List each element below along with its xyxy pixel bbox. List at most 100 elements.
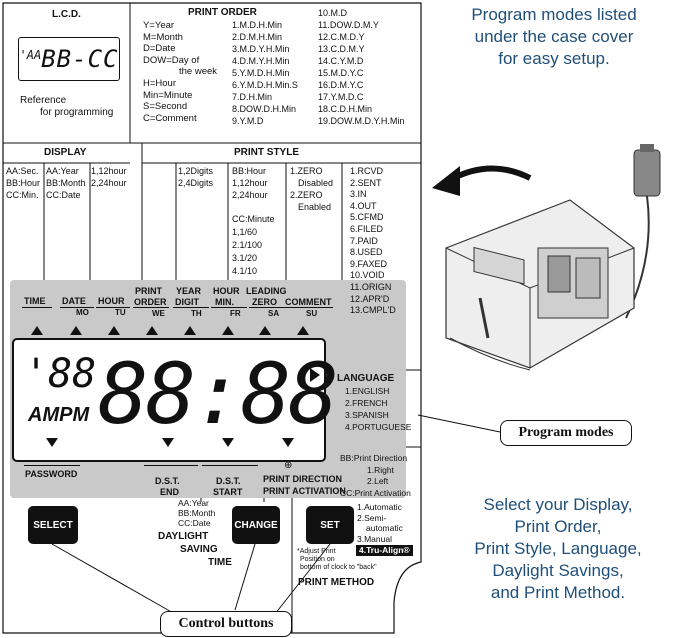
lcd-large-digits: 88:88 — [98, 345, 339, 443]
power-adapter-icon — [633, 149, 661, 197]
set-button[interactable]: SET — [306, 506, 354, 544]
triangle-up-icon — [146, 326, 158, 335]
label-year: YEAR — [176, 286, 202, 296]
dst-info-1: BB:Month — [178, 508, 216, 518]
print-style-comment-option: 13.CMPL'D — [350, 305, 396, 316]
print-order-option: 6.Y.M.D.H.Min.S — [232, 80, 298, 90]
triangle-down-icon — [222, 438, 234, 447]
lcd-reference-line2: for programming — [40, 107, 114, 118]
print-style-zero-option: Disabled — [298, 178, 334, 188]
label-digit: DIGIT — [175, 297, 199, 307]
label-th: TH — [191, 309, 202, 318]
print-order-option: 16.D.M.Y.C — [318, 80, 364, 90]
label-dst-start-2: START — [213, 487, 243, 497]
print-style-zero-option: 2.ZERO — [290, 190, 323, 200]
caption-bottom: Select your Display, Print Order, Print … — [440, 494, 676, 604]
triangle-up-icon — [222, 326, 234, 335]
pm-opt-3: 3.Manual — [357, 534, 392, 544]
label-hour2: HOUR — [213, 286, 240, 296]
caption-bottom-0: Select your Display, — [483, 495, 633, 514]
print-style-comment-option: 2.SENT — [350, 177, 382, 188]
print-order-option: 8.DOW.D.H.Min — [232, 104, 297, 114]
caption-bottom-1: Print Order, — [514, 517, 602, 536]
lcd-ampm: AMPM — [28, 404, 90, 426]
program-modes-callout: Program modes — [500, 420, 632, 446]
print-order-title: PRINT ORDER — [188, 7, 257, 18]
language-opt-1: 2.FRENCH — [345, 398, 388, 408]
triangle-up-icon — [297, 326, 309, 335]
print-style-comment-option: 4.OUT — [350, 200, 377, 211]
triangle-up-icon — [31, 326, 43, 335]
label-dst-end-1: D.S.T. — [155, 476, 180, 486]
print-order-option: 2.D.M.H.Min — [232, 32, 283, 42]
print-order-option: 15.M.D.Y.C — [318, 68, 364, 78]
print-order-option: 1.M.D.H.Min — [232, 20, 283, 30]
print-style-comment-option: 1.RCVD — [350, 166, 384, 176]
print-order-legend-item: S=Second — [143, 101, 188, 113]
label-su: SU — [306, 309, 318, 318]
label-tu: TU — [115, 308, 126, 317]
pm-note-0: *Adjust Print — [297, 548, 336, 555]
lcd-small-digits: '88 — [24, 351, 97, 397]
change-button[interactable]: CHANGE — [232, 506, 280, 544]
print-style-comment-option: 6.FILED — [350, 224, 384, 234]
dst-info-0: AA:Year — [178, 498, 209, 508]
print-order-legend-item: Min=Minute — [143, 89, 193, 101]
print-order-legend-item: C=Comment — [143, 112, 197, 124]
lcd-reference-display: 'AA BB-CC — [18, 37, 120, 81]
label-hour: HOUR — [98, 296, 125, 306]
display-col1-2: CC:Min. — [6, 190, 39, 200]
pm-opt-0: 1.Automatic — [357, 502, 402, 512]
print-order-legend-item: the week — [179, 66, 218, 78]
print-style-digits-option: 2,4Digits — [178, 178, 214, 188]
triangle-up-icon — [184, 326, 196, 335]
display-col3-1: 2,24hour — [91, 178, 127, 188]
label-password: PASSWORD — [25, 469, 78, 479]
print-order-option: 12.C.M.D.Y — [318, 32, 365, 42]
label-dst-start-1: D.S.T. — [216, 476, 241, 486]
print-style-comment-option: 7.PAID — [350, 235, 378, 246]
triangle-down-icon — [282, 438, 294, 447]
label-min: MIN. — [215, 297, 234, 307]
language-opt-2: 3.SPANISH — [345, 410, 389, 420]
select-button[interactable]: SELECT — [28, 506, 78, 544]
caption-bottom-4: and Print Method. — [490, 583, 626, 602]
pd-info-2: 2.Left — [367, 476, 389, 486]
print-style-digits-option: 1,2Digits — [178, 166, 214, 176]
triangle-up-icon — [108, 326, 120, 335]
print-order-option: 13.C.D.M.Y — [318, 44, 365, 54]
label-dst-end-2: END — [160, 487, 180, 497]
label-order: ORDER — [134, 297, 167, 307]
pm-tru-align: 4.Tru-Align® — [356, 545, 413, 556]
pd-info-3: CC:Print Activation — [340, 488, 411, 498]
triangle-up-icon — [70, 326, 82, 335]
print-order-option: 7.D.H.Min — [232, 92, 273, 102]
print-style-title: PRINT STYLE — [234, 147, 300, 158]
label-fr: FR — [230, 309, 241, 318]
print-style-minute-option: CC:Minute — [232, 214, 275, 224]
print-style-hour-option: BB:Hour — [232, 166, 267, 176]
lcd-title: L.C.D. — [52, 9, 81, 20]
print-style-comment-option: 10.VOID — [350, 270, 385, 281]
language-title: LANGUAGE — [337, 373, 395, 384]
triangle-down-icon — [162, 438, 174, 447]
main-lcd-window: '88 AMPM 88:88 — [12, 338, 339, 462]
display-col1-1: BB:Hour — [6, 178, 41, 188]
display-col1-0: AA:Sec. — [6, 166, 39, 176]
triangle-down-icon — [46, 438, 58, 447]
display-col2-1: BB:Month — [46, 178, 86, 188]
lcd-sample-small: 'AA — [19, 48, 42, 62]
label-leading: LEADING — [246, 286, 287, 296]
label-print: PRINT — [135, 286, 162, 296]
caption-top: Program modes listed under the case cove… — [432, 4, 676, 70]
print-order-option: 11.DOW.D.M.Y — [318, 20, 379, 30]
print-style-comment-option: 3.IN — [350, 189, 367, 200]
print-order-option: 4.D.M.Y.H.Min — [232, 56, 290, 66]
daylight-3: TIME — [208, 557, 232, 568]
time-clock-illustration — [432, 144, 661, 371]
label-comment: COMMENT — [285, 297, 332, 307]
display-col2-0: AA:Year — [46, 166, 79, 176]
pd-info-0: BB:Print Direction — [340, 453, 408, 463]
print-style-minute-option: 2.1/100 — [232, 240, 263, 250]
print-order-legend-item: M=Month — [143, 31, 183, 43]
